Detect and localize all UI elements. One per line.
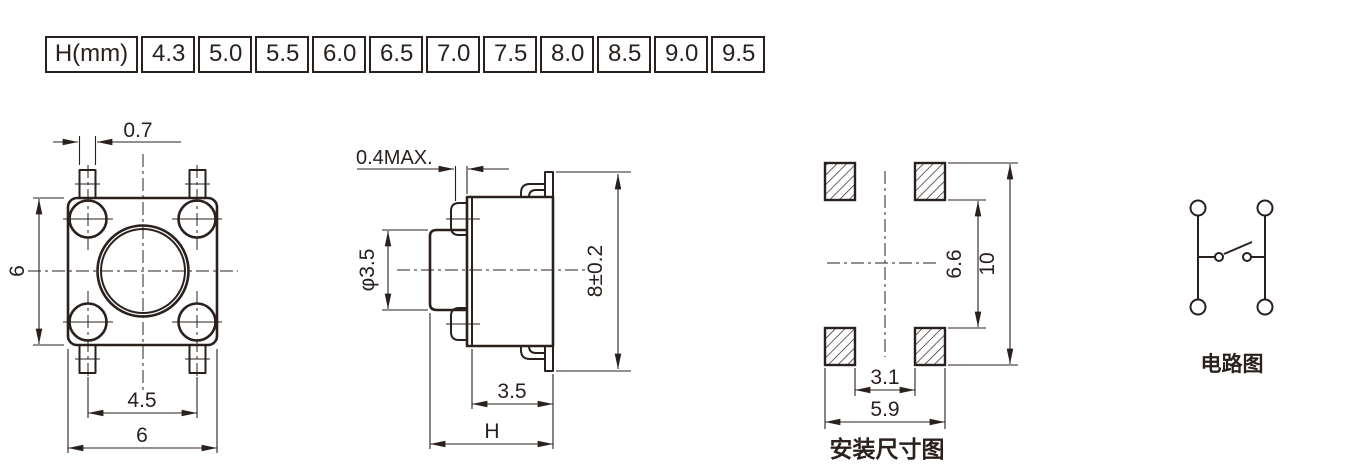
dim-hole-inner-horizontal: 3.1	[870, 366, 899, 389]
table-value-cell: 8.0	[540, 36, 594, 73]
table-value-cell: 4.3	[141, 36, 195, 73]
table-value-cell: 9.0	[654, 36, 708, 73]
switch-body-side	[465, 195, 555, 348]
mounting-layout-drawing: 6.6 10 3.1 5.9 安装尺寸图	[823, 161, 1018, 462]
switch-lever	[1223, 241, 1253, 255]
terminal-node	[1189, 199, 1207, 217]
contact-point	[1214, 252, 1224, 262]
circuit-diagram-caption: 电路图	[1201, 352, 1264, 376]
top-view-drawing: 0.7 6 4.5 6	[6, 119, 238, 453]
extension-lines	[471, 349, 554, 449]
dim-hole-inner-vertical: 6.6	[943, 249, 966, 278]
table-value-cell: 7.5	[483, 36, 537, 73]
table-value-cell: 5.5	[255, 36, 309, 73]
extension-lines	[948, 162, 1018, 366]
mounting-view-caption: 安装尺寸图	[830, 436, 945, 462]
extension-lines	[454, 166, 468, 201]
dim-stem-diameter: φ3.5	[356, 249, 379, 292]
extension-lines	[78, 136, 97, 165]
dim-body-height: 6	[6, 265, 29, 277]
height-options-table: H(mm) 4.3 5.0 5.5 6.0 6.5 7.0 7.5 8.0 8.…	[45, 36, 765, 73]
terminal-node	[1256, 199, 1274, 217]
solder-pad	[913, 161, 947, 202]
table-value-cell: 6.0	[312, 36, 366, 73]
extension-lines	[556, 171, 631, 372]
extension-lines	[382, 229, 428, 311]
solder-pad	[823, 161, 857, 202]
dim-lead-protrusion: 0.4MAX.	[356, 147, 433, 169]
bump-tick-marks	[446, 218, 480, 325]
bottom-flange	[544, 346, 554, 372]
extension-lines	[67, 349, 218, 453]
solder-pad	[913, 326, 947, 367]
dim-total-height: H	[484, 420, 499, 443]
extension-lines	[33, 197, 64, 346]
table-value-cell: 9.5	[711, 36, 765, 73]
dim-lead-width: 0.7	[123, 119, 152, 142]
solder-pad	[823, 326, 857, 367]
centerlines	[28, 154, 238, 390]
table-value-cell: 8.5	[597, 36, 651, 73]
bottom-lead-step	[520, 345, 545, 360]
dim-base-depth: 3.5	[497, 380, 526, 403]
centerlines	[827, 171, 938, 357]
top-lead-step	[520, 183, 545, 198]
table-header-cell: H(mm)	[45, 36, 138, 73]
dim-lead-span: 8±0.2	[584, 245, 607, 297]
circuit-diagram: 电路图	[1189, 199, 1274, 376]
terminal-node	[1189, 298, 1207, 316]
contact-point	[1242, 252, 1252, 262]
terminal-node	[1256, 298, 1274, 316]
extension-lines	[948, 199, 986, 329]
top-flange	[544, 171, 554, 197]
dim-lead-pitch: 4.5	[127, 389, 156, 412]
dim-body-width: 6	[136, 424, 148, 447]
table-value-cell: 5.0	[198, 36, 252, 73]
dim-hole-outer-horizontal: 5.9	[870, 398, 899, 421]
side-view-drawing: 0.4MAX. φ3.5 8±0.2 3.5 H	[356, 147, 631, 449]
dim-hole-outer-vertical: 10	[976, 252, 999, 275]
table-value-cell: 6.5	[369, 36, 423, 73]
table-value-cell: 7.0	[426, 36, 480, 73]
